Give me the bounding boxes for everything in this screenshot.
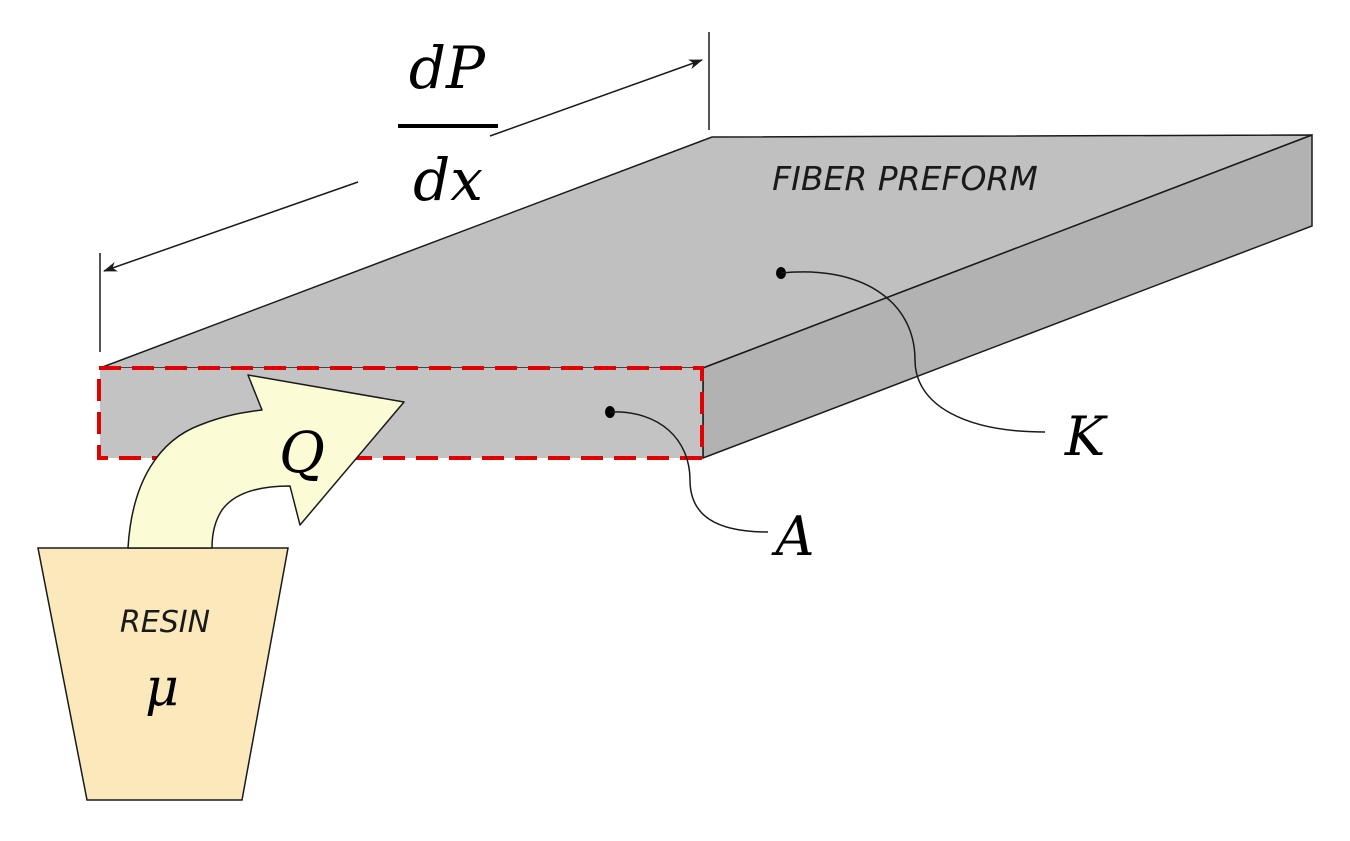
permeability-leader: K [776,267,1108,468]
dimension-arrow-left [103,181,359,272]
cross-section-box [97,366,704,460]
flow-arrow: Q [127,374,405,549]
dp-denominator: dx [413,146,483,214]
resin-container: RESIN μ [37,547,289,801]
pressure-gradient-label: dP dx [398,34,498,214]
dp-numerator: dP [409,34,486,102]
area-label: A [771,505,815,568]
viscosity-label: μ [145,658,179,718]
resin-label: RESIN [120,605,210,640]
dimension-arrow-right [489,59,703,137]
area-leader: A [605,406,815,568]
permeability-label: K [1064,405,1108,468]
curved-arrow-icon [127,374,405,549]
flow-rate-label: Q [279,421,325,486]
preform-label: FIBER PREFORM [772,159,1038,198]
